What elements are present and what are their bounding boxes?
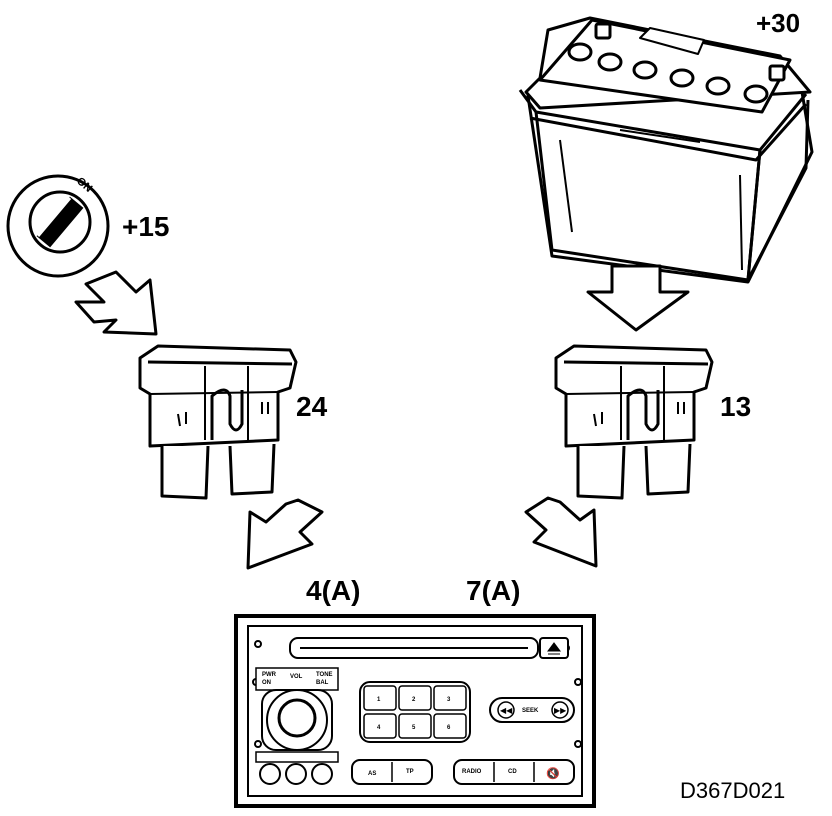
radio-on-label: ON: [262, 680, 271, 686]
radio-tone-label: TONE: [316, 672, 333, 678]
preset-2[interactable]: 2: [412, 697, 416, 703]
radio-button-label[interactable]: RADIO: [462, 769, 482, 775]
preset-1[interactable]: 1: [377, 697, 381, 703]
battery: [518, 16, 814, 284]
as-button-label[interactable]: AS: [368, 771, 376, 777]
battery-label: +30: [756, 8, 800, 38]
seek-prev-icon[interactable]: ◀◀: [500, 706, 513, 715]
seek-next-icon[interactable]: ▶▶: [554, 706, 567, 715]
pin-4a-label: 4(A): [306, 575, 360, 606]
cd-button-label[interactable]: CD: [508, 769, 517, 775]
fuse-13-label: 13: [720, 391, 751, 422]
fuse-24-label: 24: [296, 391, 328, 422]
radio-pwr-label: PWR: [262, 672, 277, 678]
radio-bal-label: BAL: [316, 680, 329, 686]
preset-6[interactable]: 6: [447, 725, 451, 731]
arrow-fuse13-to-radio: [524, 496, 598, 568]
preset-3[interactable]: 3: [447, 697, 451, 703]
arrow-battery-to-fuse: [586, 264, 690, 332]
drawing-code: D367D021: [680, 778, 785, 803]
mute-icon[interactable]: 🔇: [546, 767, 560, 780]
pin-7a-label: 7(A): [466, 575, 520, 606]
ignition-label: +15: [122, 211, 170, 242]
tp-button-label[interactable]: TP: [406, 769, 414, 775]
radio-vol-label: VOL: [290, 674, 303, 680]
arrow-fuse24-to-radio: [246, 498, 324, 570]
fuse-13: [554, 344, 714, 500]
arrow-ignition-to-fuse: [74, 270, 158, 336]
fuse-24: [138, 344, 298, 500]
ignition-switch: [6, 174, 110, 278]
preset-4[interactable]: 4: [377, 725, 381, 731]
preset-5[interactable]: 5: [412, 725, 416, 731]
radio-unit: [234, 614, 596, 808]
seek-label: SEEK: [522, 708, 539, 714]
preset-buttons: [363, 685, 467, 739]
